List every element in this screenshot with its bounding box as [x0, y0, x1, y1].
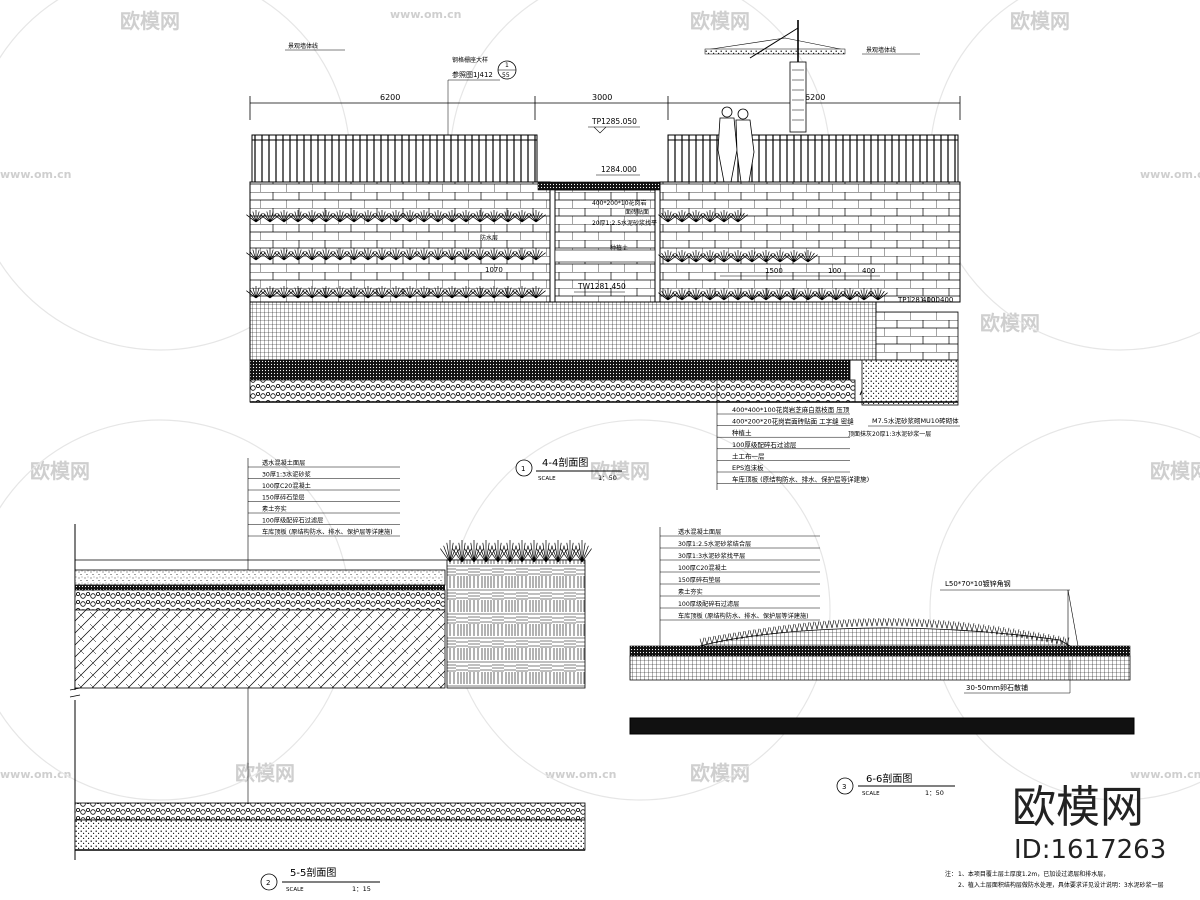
mid-note-4: 种植土: [610, 244, 628, 252]
layer-note: 车库顶板 (原结构防水、排水、保护层等详建施): [678, 612, 809, 620]
layer-note: 100厚C20混凝土: [262, 482, 311, 490]
dim-mid-2: 1500: [765, 267, 783, 275]
callout-num: 1: [505, 62, 509, 69]
layer-note: 30厚1:3水泥砂浆: [262, 471, 311, 479]
elev-right: TP1281.100: [897, 296, 940, 304]
dim-mid-6: 400: [940, 296, 953, 304]
watermark-text: 欧模网: [1150, 459, 1200, 483]
mid-note-3: 20厚1:2.5水泥砂浆找平: [592, 219, 657, 227]
layer-note: 土工布一层: [732, 451, 765, 460]
section-6-6: 透水混凝土面层 30厚1:2.5水泥砂浆结合层 30厚1:3水泥砂浆找平层 100厚C…: [629, 527, 1135, 797]
watermark-text: 欧模网: [690, 9, 750, 33]
watermark-text: 欧模网: [690, 761, 750, 785]
title-bubble-4-4: [515, 459, 533, 477]
watermark-site: www.om.cn: [390, 8, 462, 21]
dim-mid-1: 1070: [485, 266, 503, 274]
footnote-line-2: 2、植入土层面积结构层做防水处理，具体要求详见设计说明：3水泥砂浆一层: [958, 881, 1164, 889]
layer-note: 100厚C20混凝土: [678, 564, 727, 572]
scale-label-6-6: SCALE: [862, 791, 880, 797]
layer-note: 150厚碎石垫层: [262, 494, 305, 502]
mid-note-2: 面砖贴面: [625, 208, 649, 216]
mid-note-5: 防水层: [480, 234, 498, 242]
scale-label-4-4: SCALE: [538, 476, 556, 482]
scale-6-6: 1：50: [925, 789, 944, 797]
watermark-site: www.om.cn: [545, 768, 617, 781]
layer-note: 透水混凝土面层: [262, 459, 305, 467]
layer-note: 100厚级配碎石过滤层: [732, 440, 797, 449]
layer-note: EPS泡沫板: [732, 463, 764, 472]
notes-6-6: 透水混凝土面层 30厚1:2.5水泥砂浆结合层 30厚1:3水泥砂浆找平层 100厚C…: [660, 528, 820, 621]
elev-1284: 1284.000: [601, 165, 637, 174]
label-wall-line-left: 景观墙体线: [288, 42, 318, 50]
layer-note: 透水混凝土面层: [678, 528, 721, 536]
watermark-text: 欧模网: [1010, 9, 1070, 33]
layer-note: 30厚1:3水泥砂浆找平层: [678, 552, 745, 560]
layer-note: 100厚级配碎石过滤层: [678, 600, 739, 608]
planting-rows: [246, 210, 888, 301]
mid-note-1: 400*200*10花岗岩: [592, 199, 647, 207]
brand-logo-text: 欧模网: [1012, 782, 1144, 833]
elev-tw: TW1281.450: [577, 282, 626, 291]
layer-note: 400*400*100花岗岩芝麻白荔枝面 压顶: [732, 405, 850, 414]
edge-label: L50*70*10镀锌角钢: [945, 579, 1011, 588]
footnote-prefix: 注：: [945, 870, 957, 878]
layer-note: 素土夯实: [262, 505, 287, 513]
title-num-6-6: 3: [842, 783, 846, 791]
scale-4-4: 1：50: [598, 474, 617, 482]
elev-tp: TP1285.050: [591, 117, 637, 126]
dim-mid-4: 400: [862, 267, 875, 275]
notes-4-4: 400*400*100花岗岩芝麻白荔枝面 压顶 400*200*20花岗岩面砖贴面…: [717, 405, 869, 484]
callout-text: 钢格栅座大样: [452, 56, 488, 64]
footnote: 注： 1、本项目覆土层土厚度1.2m，已加设过滤层和排水层， 2、植入土层面积结…: [945, 870, 1164, 889]
layer-note: 150厚碎石垫层: [678, 576, 721, 584]
dim-top-1: 6200: [380, 93, 400, 102]
watermark-site: www.om.cn: [1130, 768, 1200, 781]
scale-label-5-5: SCALE: [286, 887, 304, 893]
layer-note: 车库顶板 (原结构防水、排水、保护层等详建施): [262, 528, 393, 536]
title-bubble-5-5: [260, 873, 278, 891]
watermark-text: 欧模网: [30, 459, 90, 483]
layer-note: 种植土: [732, 428, 752, 437]
watermark-text: 欧模网: [235, 761, 295, 785]
lawn-6-6: [699, 617, 1070, 646]
layer-note: 车库顶板 (原结构防水、排水、保护层等详建施): [732, 475, 869, 484]
title-num-5-5: 2: [266, 879, 270, 887]
callout-ref: 参照图1J412: [452, 70, 493, 79]
title-4-4: 4-4剖面图: [542, 456, 588, 469]
people-figures: [717, 106, 755, 183]
dim-top-2: 3000: [592, 93, 612, 102]
layer-note: 100厚级配碎石过滤层: [262, 517, 323, 525]
layer-note: 素土夯实: [678, 588, 703, 596]
dim-mid-5: 400: [922, 296, 935, 304]
callout-sheet: 55: [502, 72, 510, 79]
section-4-4: 6200 3000 6200 景观墙体线 景观墙体线 钢格栅座大样 参照图1J4…: [246, 20, 961, 490]
title-6-6: 6-6剖面图: [866, 772, 912, 785]
watermark-text: 欧模网: [120, 9, 180, 33]
watermark-site: www.om.cn: [0, 168, 72, 181]
layer-note: 30厚1:2.5水泥砂浆结合层: [678, 540, 751, 548]
title-bubble-6-6: [836, 777, 854, 795]
dim-mid-3: 100: [828, 267, 841, 275]
title-num-4-4: 1: [521, 465, 525, 473]
footnote-line-1: 1、本项目覆土层土厚度1.2m，已加设过滤层和排水层，: [958, 870, 1109, 878]
scale-5-5: 1：15: [352, 885, 371, 893]
title-5-5: 5-5剖面图: [290, 866, 336, 879]
brand-id: ID:1617263: [1014, 835, 1166, 865]
label-wall-line-right: 景观墙体线: [866, 46, 896, 54]
gravel-label: 30-50mm卵石散铺: [966, 683, 1028, 692]
note-right-2: 顶面抹灰20厚1:3水泥砂浆一层: [848, 430, 931, 438]
watermark-site: www.om.cn: [1140, 168, 1200, 181]
note-right-1: M7.5水泥砂浆砌MU10砖砌体: [872, 416, 959, 425]
dim-top-3: 6200: [805, 93, 825, 102]
watermark-site: www.om.cn: [0, 768, 72, 781]
layer-note: 400*200*20花岗岩面砖贴面 工字缝 密缝: [732, 417, 854, 426]
planting-5-5: [440, 540, 592, 563]
